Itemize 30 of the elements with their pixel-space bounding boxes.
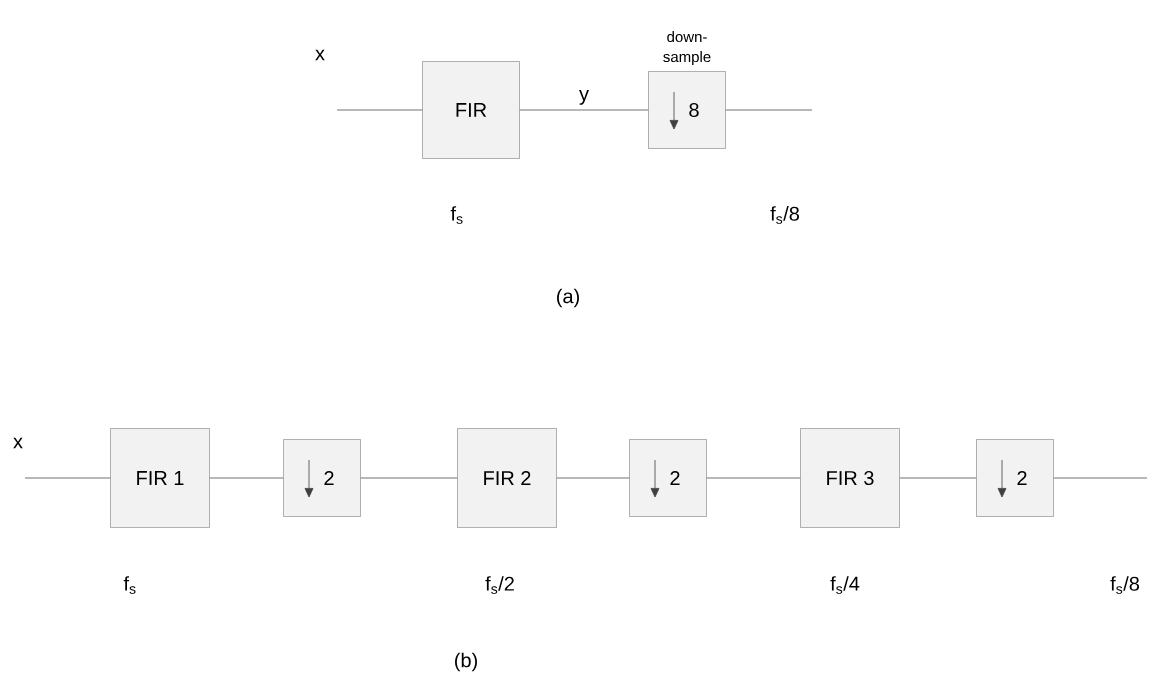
edge-label: y: [578, 89, 590, 106]
signal-label: (a): [557, 288, 579, 308]
downsampler-box: 8 down- sample: [648, 31, 726, 149]
connector-line: [1053, 477, 1148, 479]
signal-label: x: [315, 49, 325, 61]
connector-line: [556, 477, 630, 479]
signal-label: f$_{s}$: [123, 576, 136, 594]
signal-label: f$_{s}$: [450, 206, 463, 224]
connector-line: [209, 477, 284, 479]
connector-line: [706, 477, 801, 479]
filter-box: FIR: [422, 61, 520, 159]
connector-line: [336, 109, 423, 111]
signal-label: f$_{s}$/8: [1110, 576, 1139, 594]
connector-line: [725, 109, 813, 111]
signal-label: f$_{s}$/4: [830, 576, 860, 594]
signal-label: (b): [455, 652, 477, 672]
node-label: down- sample: [663, 31, 711, 66]
connector-line: [360, 477, 458, 479]
signal-label: f$_{s}$/8: [770, 206, 799, 224]
signal-label: f$_{s}$/2: [485, 576, 514, 594]
connector-line: [899, 477, 977, 479]
filter-box: FIR 2: [457, 428, 557, 528]
filter-box: FIR 1: [110, 428, 210, 528]
connector-line: [24, 477, 111, 479]
signal-label: x: [13, 437, 23, 449]
downsampler-box: 2: [283, 439, 361, 517]
connector-line: [519, 109, 649, 111]
downsampler-box: 2: [629, 439, 707, 517]
filter-box: FIR 3: [800, 428, 900, 528]
downsampler-box: 2: [976, 439, 1054, 517]
